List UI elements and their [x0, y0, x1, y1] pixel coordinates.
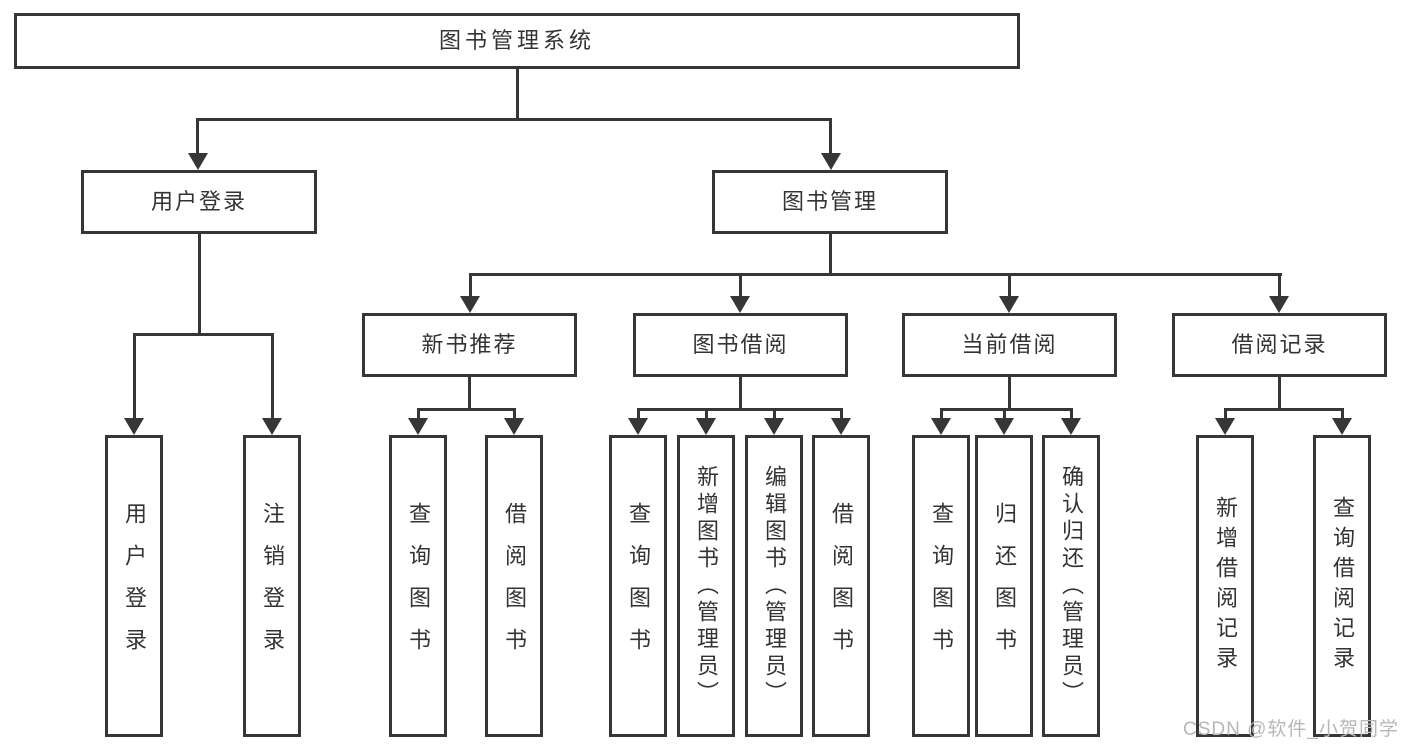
node-new-book-recommend: 新书推荐 [362, 313, 577, 377]
connector-root-bar [196, 118, 832, 121]
connector-current-stem [1008, 377, 1011, 408]
node-book-borrow: 图书借阅 [633, 313, 848, 377]
connector-to-book-management [829, 118, 832, 156]
node-current-borrow: 当前借阅 [902, 313, 1117, 377]
connector-to-new-book [469, 273, 472, 298]
leaf-add-borrow-record: 新增借阅记录 [1196, 435, 1254, 737]
connector-leaf [1070, 408, 1073, 420]
connector-login-bar [133, 333, 273, 336]
connector-leaf [1003, 408, 1006, 420]
arrow-down-icon [821, 153, 841, 170]
arrow-down-icon [831, 418, 851, 435]
leaf-query-borrow-record: 查询借阅记录 [1313, 435, 1371, 737]
connector-records-stem [1278, 377, 1281, 408]
connector-leaf [417, 408, 420, 420]
arrow-down-icon [124, 418, 144, 435]
connector-borrow-stem [739, 377, 742, 408]
connector-leaf [1224, 408, 1227, 420]
connector-to-leaf-logout [271, 333, 274, 418]
node-library-management-system: 图书管理系统 [14, 13, 1020, 69]
connector-to-user-login [196, 118, 199, 156]
leaf-borrow-books-recommend: 借阅图书 [485, 435, 543, 737]
arrow-down-icon [460, 296, 480, 313]
arrow-down-icon [1332, 418, 1352, 435]
connector-newbook-stem [468, 377, 471, 408]
arrow-down-icon [262, 418, 282, 435]
node-borrow-records: 借阅记录 [1172, 313, 1387, 377]
connector-newbook-bar [417, 408, 516, 411]
connector-leaf [1341, 408, 1344, 420]
arrow-down-icon [999, 296, 1019, 313]
connector-leaf [840, 408, 843, 420]
arrow-down-icon [764, 418, 784, 435]
connector-to-current-borrow [1008, 273, 1011, 298]
connector-current-bar [940, 408, 1073, 411]
arrow-down-icon [1061, 418, 1081, 435]
arrow-down-icon [408, 418, 428, 435]
connector-mgmt-stem [829, 234, 832, 273]
node-user-login: 用户登录 [81, 170, 317, 234]
leaf-query-books-current: 查询图书 [912, 435, 970, 737]
arrow-down-icon [188, 153, 208, 170]
leaf-add-books-admin: 新增图书（管理员） [677, 435, 735, 737]
arrow-down-icon [994, 418, 1014, 435]
connector-leaf [940, 408, 943, 420]
leaf-edit-books-admin: 编辑图书（管理员） [745, 435, 803, 737]
leaf-confirm-return-admin: 确认归还（管理员） [1042, 435, 1100, 737]
connector-leaf [705, 408, 708, 420]
arrow-down-icon [931, 418, 951, 435]
arrow-down-icon [628, 418, 648, 435]
connector-leaf [513, 408, 516, 420]
connector-borrow-bar [637, 408, 843, 411]
arrow-down-icon [1215, 418, 1235, 435]
leaf-query-books-borrow: 查询图书 [609, 435, 667, 737]
connector-leaf [637, 408, 640, 420]
leaf-return-books: 归还图书 [975, 435, 1033, 737]
arrow-down-icon [504, 418, 524, 435]
arrow-down-icon [730, 296, 750, 313]
connector-root-stem [516, 69, 519, 118]
connector-mgmt-bar [469, 273, 1282, 276]
leaf-user-login: 用户登录 [105, 435, 163, 737]
node-book-management: 图书管理 [712, 170, 948, 234]
arrow-down-icon [696, 418, 716, 435]
leaf-query-books-recommend: 查询图书 [389, 435, 447, 737]
connector-to-book-borrow [739, 273, 742, 298]
leaf-logout: 注销登录 [243, 435, 301, 737]
connector-to-borrow-records [1278, 273, 1281, 298]
leaf-borrow-books: 借阅图书 [812, 435, 870, 737]
connector-records-bar [1224, 408, 1344, 411]
arrow-down-icon [1269, 296, 1289, 313]
connector-leaf [773, 408, 776, 420]
connector-to-leaf-user-login [133, 333, 136, 418]
connector-login-stem [198, 234, 201, 333]
watermark: CSDN @软件_小贺同学 [1183, 719, 1399, 740]
